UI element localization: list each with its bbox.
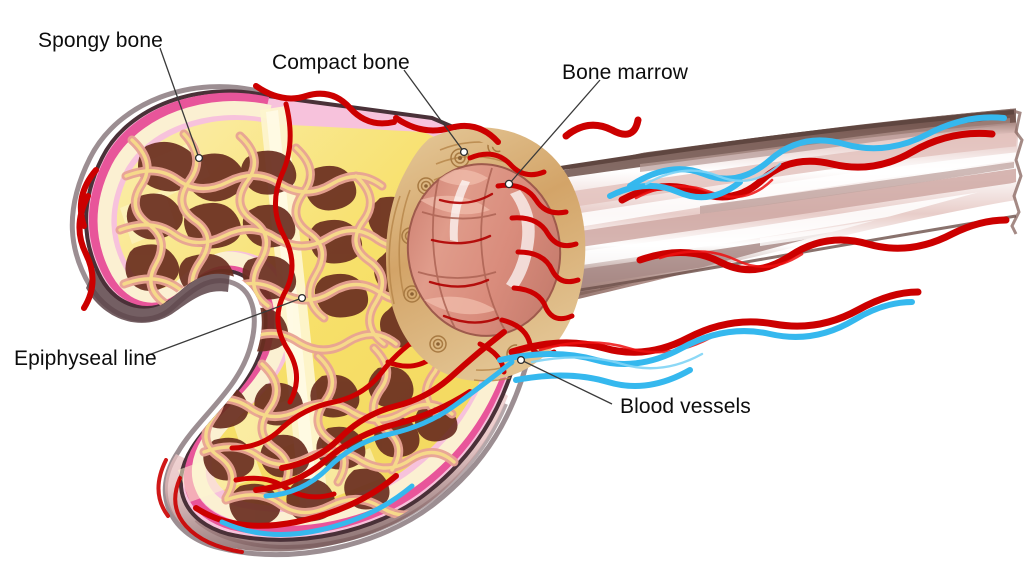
label-bone-marrow: Bone marrow <box>562 61 688 84</box>
leader-epiphyseal-line <box>145 297 303 357</box>
marker-spongy-bone <box>194 153 204 163</box>
leader-lines <box>145 47 613 405</box>
leader-bone-marrow <box>508 79 601 185</box>
leader-compact-bone <box>403 69 465 153</box>
bone-marrow-mass <box>398 163 562 337</box>
label-compact-bone: Compact bone <box>272 51 410 74</box>
blood-vessels <box>76 83 1010 554</box>
label-blood-vessels: Blood vessels <box>620 395 751 418</box>
leader-markers <box>194 147 526 365</box>
leader-spongy-bone <box>159 47 200 159</box>
marker-epiphyseal-line <box>297 293 307 303</box>
marker-blood-vessels <box>516 355 526 365</box>
label-spongy-bone: Spongy bone <box>38 29 163 52</box>
marker-bone-marrow <box>504 179 514 189</box>
leader-blood-vessels <box>520 359 613 405</box>
marker-compact-bone <box>459 147 469 157</box>
yellow-marrow-field <box>115 101 501 527</box>
label-epiphyseal-line: Epiphyseal line <box>14 347 157 370</box>
